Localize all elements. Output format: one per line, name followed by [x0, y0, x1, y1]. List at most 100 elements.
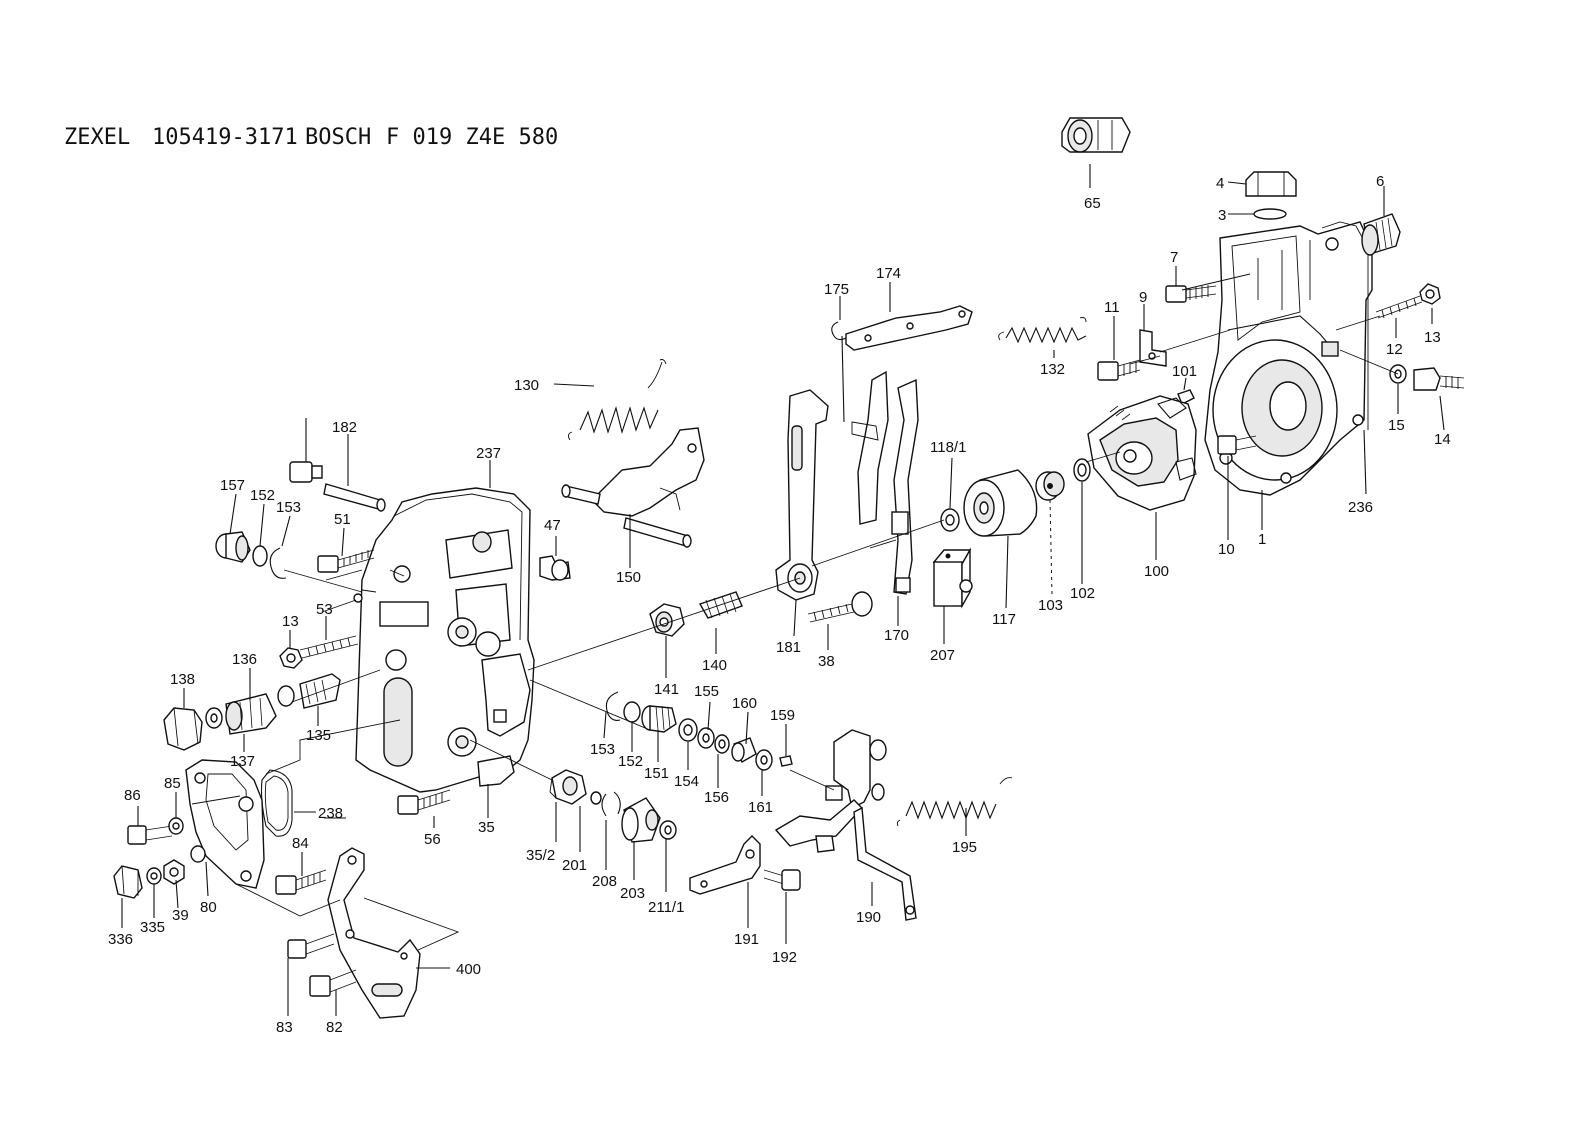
part-203-bushing — [621, 797, 661, 843]
part-152-oring-lower — [623, 701, 641, 723]
part-400-lever — [327, 847, 421, 1019]
part-117-roller — [963, 469, 1038, 537]
label-159: 159 — [770, 707, 795, 724]
part-335-washer — [146, 867, 162, 885]
part-181-arm — [775, 389, 829, 601]
part-86-screw — [127, 825, 173, 845]
part-80-cover — [185, 759, 265, 889]
leader-lines — [121, 164, 1445, 1016]
part-192-screw — [763, 869, 801, 891]
label-47-mid: 47 — [544, 517, 561, 534]
assembly-lines — [191, 273, 1399, 951]
label-152-upper: 152 — [250, 487, 275, 504]
label-335: 335 — [140, 919, 165, 936]
part-170-lever — [851, 370, 919, 595]
label-174: 174 — [876, 265, 901, 282]
part-174-lever-plate — [845, 305, 973, 351]
label-82: 82 — [326, 1019, 343, 1036]
label-132: 132 — [1040, 361, 1065, 378]
part-195-spring — [896, 777, 1013, 827]
part-100-roller-ring — [1087, 395, 1197, 511]
part-135-screw — [277, 673, 341, 709]
part-155-washer — [697, 727, 715, 749]
label-85: 85 — [164, 775, 181, 792]
label-100: 100 — [1144, 563, 1169, 580]
part-35-2-fitting — [549, 769, 587, 805]
label-152-lower: 152 — [618, 753, 643, 770]
label-130: 130 — [514, 377, 539, 394]
title-bosch-number: F 019 Z4E 580 — [386, 125, 558, 150]
part-47-bolt-upper — [289, 461, 323, 483]
label-13-left: 13 — [282, 613, 299, 630]
part-82-screw — [309, 969, 357, 997]
part-6-valve — [1361, 213, 1401, 256]
label-191: 191 — [734, 931, 759, 948]
label-175: 175 — [824, 281, 849, 298]
part-84-screw — [275, 869, 327, 895]
part-83-screw — [287, 933, 335, 959]
label-400: 400 — [456, 961, 481, 978]
part-157-plug — [215, 531, 251, 563]
label-151: 151 — [644, 765, 669, 782]
label-208: 208 — [592, 873, 617, 890]
label-12: 12 — [1386, 341, 1403, 358]
part-238-gasket — [260, 769, 293, 837]
label-117: 117 — [992, 611, 1016, 628]
part-13-nut-left — [279, 647, 303, 669]
part-65-nut — [1061, 117, 1131, 153]
part-118-1-washer — [940, 508, 960, 532]
part-153-clip-upper — [269, 547, 287, 579]
part-12-screw — [1375, 295, 1423, 319]
part-141-nut — [649, 603, 685, 637]
part-15-washer — [1389, 364, 1407, 384]
label-190: 190 — [856, 909, 881, 926]
part-161-washer — [755, 749, 773, 771]
label-138: 138 — [170, 671, 195, 688]
part-159-key — [779, 755, 793, 767]
part-211-1-washer — [659, 820, 677, 840]
part-9-bracket — [1139, 329, 1167, 367]
part-175-clip — [831, 321, 847, 341]
title-brand-zexel: ZEXEL — [64, 125, 130, 150]
label-141: 141 — [654, 681, 679, 698]
label-201: 201 — [562, 857, 587, 874]
label-51: 51 — [334, 511, 351, 528]
part-53-screw — [299, 635, 359, 659]
label-237: 237 — [476, 445, 501, 462]
label-336: 336 — [108, 931, 133, 948]
label-161: 161 — [748, 799, 773, 816]
part-136-sleeve — [225, 693, 277, 735]
label-182: 182 — [332, 419, 357, 436]
part-237-governor-cover — [353, 487, 535, 793]
part-85-washer — [168, 817, 184, 835]
label-157: 157 — [220, 477, 245, 494]
title-brand-bosch: BOSCH — [305, 125, 371, 150]
label-80: 80 — [200, 899, 217, 916]
part-208-spring-clip — [601, 791, 621, 817]
label-7: 7 — [1170, 249, 1178, 266]
diagram-title: ZEXEL 105419-3171 BOSCH F 019 Z4E 580 — [64, 125, 558, 150]
label-192: 192 — [772, 949, 797, 966]
label-39: 39 — [172, 907, 189, 924]
part-160-bushing — [731, 737, 757, 763]
part-156-washer — [714, 734, 730, 754]
label-56: 56 — [424, 831, 441, 848]
label-195: 195 — [952, 839, 977, 856]
label-35-2: 35/2 — [526, 847, 555, 864]
label-38: 38 — [818, 653, 835, 670]
part-151-sleeve — [641, 705, 677, 733]
label-1: 1 — [1258, 531, 1266, 548]
part-138-nut — [163, 707, 203, 751]
label-11: 11 — [1104, 299, 1120, 316]
part-336-cap — [113, 865, 143, 899]
label-13-right: 13 — [1424, 329, 1441, 346]
label-140: 140 — [702, 657, 727, 674]
part-47-bolt-mid — [539, 555, 571, 581]
part-191-lever-plate — [689, 835, 761, 895]
part-4-plug — [1245, 171, 1297, 220]
label-102: 102 — [1070, 585, 1095, 602]
title-zexel-number: 105419-3171 — [152, 125, 298, 150]
label-154: 154 — [674, 773, 699, 790]
label-83: 83 — [276, 1019, 293, 1036]
